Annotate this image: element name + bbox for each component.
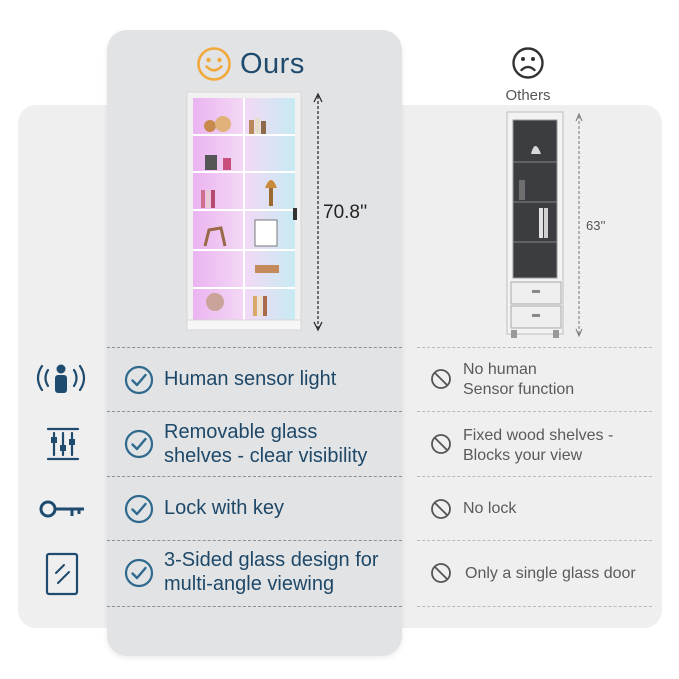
row-divider — [417, 411, 652, 412]
feature-ours-text: 3-Sided glass design for multi-angle vie… — [164, 549, 379, 595]
row-divider — [417, 476, 652, 477]
glass-panel-icon — [45, 552, 79, 596]
check-icon — [124, 429, 154, 459]
prohibited-icon — [431, 369, 451, 389]
ours-glass-cabinet-image — [186, 91, 302, 331]
row-divider — [107, 411, 402, 412]
smiley-face-icon — [197, 47, 231, 81]
feature-others-text: No human Sensor function — [463, 361, 575, 398]
ours-height-dimension-line — [313, 92, 323, 332]
prohibited-icon — [431, 434, 451, 454]
check-icon — [124, 558, 154, 588]
row-divider — [417, 606, 652, 607]
others-height-label: 63'' — [586, 218, 606, 233]
shelf-sliders-icon — [46, 427, 80, 461]
key-icon — [39, 500, 84, 518]
others-label: Others — [505, 87, 551, 104]
row-divider — [107, 476, 402, 477]
row-divider — [107, 606, 402, 607]
others-header: Others — [488, 46, 568, 104]
row-divider — [107, 347, 402, 348]
ours-label: Ours — [240, 47, 305, 80]
feature-ours-text: Removable glass shelves - clear visibili… — [164, 421, 368, 467]
sad-face-icon — [512, 47, 544, 79]
row-divider — [417, 540, 652, 541]
row-divider — [417, 347, 652, 348]
feature-ours-text: Lock with key — [164, 497, 285, 519]
feature-ours-text: Human sensor light — [164, 368, 337, 390]
feature-others-text: No lock — [463, 500, 517, 517]
row-divider — [107, 540, 402, 541]
prohibited-icon — [431, 499, 451, 519]
others-wood-cabinet-image — [506, 111, 564, 338]
ours-height-label: 70.8'' — [323, 202, 368, 223]
sensor-person-icon — [36, 364, 86, 393]
feature-others-text: Only a single glass door — [465, 565, 636, 582]
prohibited-icon — [431, 563, 451, 583]
feature-others-text: Fixed wood shelves - Blocks your view — [463, 427, 614, 464]
check-icon — [124, 494, 154, 524]
check-icon — [124, 365, 154, 395]
ours-header: Ours — [196, 44, 305, 84]
others-height-dimension-line — [575, 112, 583, 338]
